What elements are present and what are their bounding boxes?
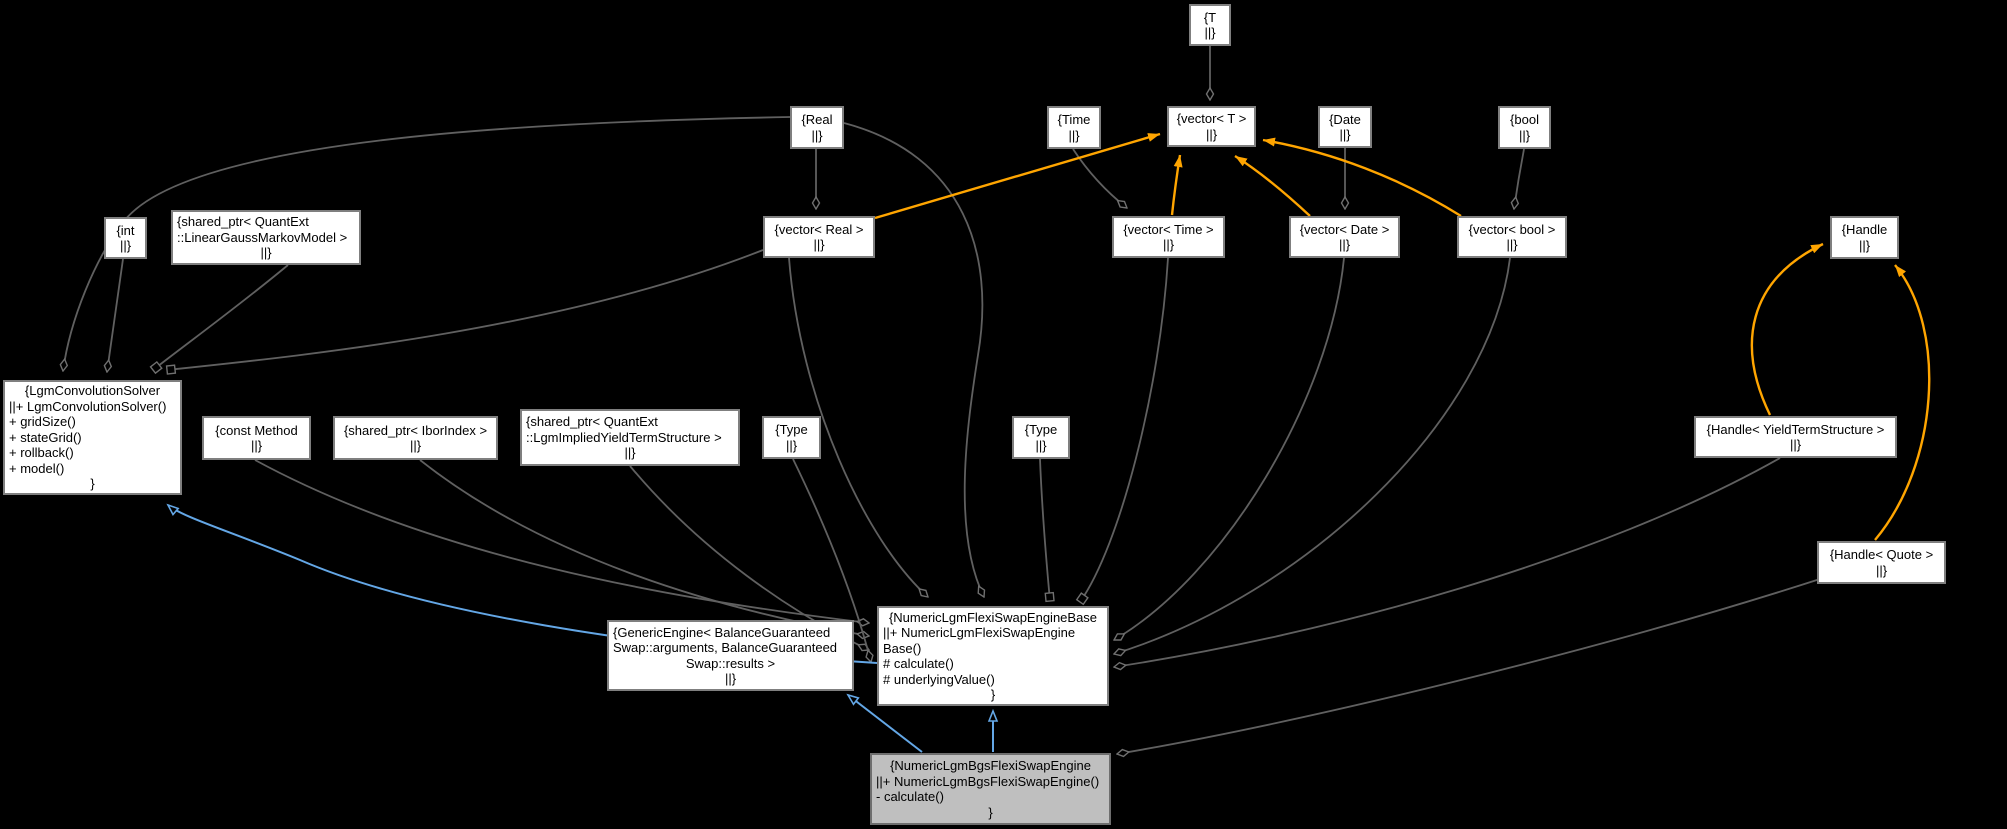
class-node-lgm-convolution-solver[interactable]: {LgmConvolutionSolver ||+ LgmConvolution…	[3, 380, 182, 495]
node-label: ||}	[119, 238, 132, 253]
node-label: ||}	[813, 237, 825, 252]
node-label: ||}	[811, 127, 823, 143]
node-label: {GenericEngine< BalanceGuaranteed	[613, 624, 831, 640]
class-node-generic-engine-balance-guaranteed-swap[interactable]: {GenericEngine< BalanceGuaranteed Swap::…	[607, 620, 854, 691]
node-label: ||}	[624, 445, 636, 461]
node-label: {bool	[1510, 112, 1539, 127]
node-label: {shared_ptr< QuantExt	[526, 414, 658, 430]
class-node-shared-ptr-linear-gauss-markov-model[interactable]: {shared_ptr< QuantExt ::LinearGaussMarko…	[171, 210, 361, 265]
node-label: {Handle	[1841, 222, 1888, 237]
node-label: {Time	[1057, 112, 1091, 127]
class-node-vector-real[interactable]: {vector< Real > ||}	[763, 216, 875, 258]
node-label: ||}	[1875, 562, 1888, 578]
node-label: ||}	[1068, 127, 1080, 143]
node-label: {NumericLgmFlexiSwapEngineBase	[888, 609, 1098, 625]
class-node-real[interactable]: {Real ||}	[790, 106, 844, 149]
node-label: ||}	[1518, 127, 1531, 143]
node-label: ||}	[1205, 126, 1218, 142]
node-label: {vector< bool >	[1468, 221, 1556, 237]
node-label: Swap::arguments, BalanceGuaranteed	[613, 640, 838, 655]
node-label: {Handle< YieldTermStructure >	[1706, 421, 1885, 437]
node-label: ||}	[1339, 127, 1351, 142]
node-label: {LgmConvolutionSolver	[24, 383, 161, 399]
class-node-t[interactable]: {T ||}	[1189, 4, 1231, 46]
node-label: {Type	[775, 422, 808, 437]
node-label: + rollback()	[9, 445, 74, 461]
class-node-handle[interactable]: {Handle ||}	[1830, 216, 1899, 259]
class-node-numeric-lgm-flexi-swap-engine-base[interactable]: {NumericLgmFlexiSwapEngineBase ||+ Numer…	[877, 606, 1109, 706]
node-label: ||+ LgmConvolutionSolver()	[9, 398, 167, 414]
node-label: ||+ NumericLgmBgsFlexiSwapEngine()	[876, 773, 1100, 789]
node-label: ::LinearGaussMarkovModel >	[177, 229, 348, 245]
class-node-time[interactable]: {Time ||}	[1047, 106, 1101, 149]
node-label: ||}	[1789, 437, 1802, 452]
node-label: {NumericLgmBgsFlexiSwapEngine	[890, 758, 1091, 773]
node-label: }	[90, 476, 95, 492]
node-label: ||}	[724, 671, 737, 686]
node-label: ||}	[260, 245, 272, 261]
class-node-vector-date[interactable]: {vector< Date > ||}	[1289, 216, 1400, 258]
class-node-type-right[interactable]: {Type ||}	[1012, 416, 1070, 459]
node-label: Base()	[883, 640, 922, 656]
class-node-int[interactable]: {int ||}	[104, 217, 147, 259]
class-node-vector-t[interactable]: {vector< T > ||}	[1167, 106, 1256, 147]
node-label: ||}	[1204, 25, 1216, 40]
node-label: ||}	[1035, 437, 1047, 453]
node-label: {shared_ptr< IborIndex >	[343, 422, 488, 438]
node-label: {const Method	[215, 422, 298, 438]
node-label: ||}	[409, 438, 422, 453]
class-node-vector-time[interactable]: {vector< Time > ||}	[1112, 216, 1225, 258]
node-label: {Type	[1024, 422, 1058, 437]
class-node-date[interactable]: {Date ||}	[1318, 106, 1372, 148]
class-node-vector-bool[interactable]: {vector< bool > ||}	[1457, 216, 1567, 258]
class-node-numeric-lgm-bgs-flexi-swap-engine[interactable]: {NumericLgmBgsFlexiSwapEngine ||+ Numeri…	[870, 753, 1111, 825]
node-label: {shared_ptr< QuantExt	[177, 214, 309, 230]
node-label: ||}	[1506, 237, 1518, 252]
node-label: ||}	[1162, 237, 1175, 252]
node-label: {vector< Date >	[1299, 221, 1390, 237]
node-label: {vector< T >	[1176, 111, 1247, 126]
node-label: - calculate()	[876, 789, 944, 804]
node-label: }	[990, 687, 996, 702]
class-node-handle-yield-term-structure[interactable]: {Handle< YieldTermStructure > ||}	[1694, 416, 1897, 458]
node-label: ||}	[1338, 237, 1351, 252]
node-label: + gridSize()	[9, 414, 76, 430]
node-label: {Handle< Quote >	[1829, 547, 1934, 562]
class-node-const-method[interactable]: {const Method ||}	[202, 416, 311, 460]
node-label: ||}	[785, 437, 798, 453]
node-label: # calculate()	[883, 656, 954, 671]
class-node-shared-ptr-ibor-index[interactable]: {shared_ptr< IborIndex > ||}	[333, 416, 498, 460]
node-label: {Real	[801, 112, 833, 127]
node-label: Swap::results >	[685, 655, 776, 671]
class-node-shared-ptr-lgm-implied-yield-term-structure[interactable]: {shared_ptr< QuantExt ::LgmImpliedYieldT…	[520, 409, 740, 466]
node-label: {int	[116, 222, 135, 238]
class-node-bool[interactable]: {bool ||}	[1498, 106, 1551, 149]
class-node-type-left[interactable]: {Type ||}	[762, 416, 821, 459]
node-label: {T	[1203, 9, 1217, 25]
node-label: ::LgmImpliedYieldTermStructure >	[526, 429, 722, 445]
node-label: {Date	[1329, 111, 1361, 127]
node-label: + model()	[9, 460, 65, 476]
node-label: }	[988, 804, 993, 820]
node-label: ||}	[250, 438, 263, 453]
node-label: # underlyingValue()	[883, 671, 995, 687]
class-node-handle-quote[interactable]: {Handle< Quote > ||}	[1817, 541, 1946, 584]
node-label: + stateGrid()	[9, 429, 82, 445]
node-label: ||+ NumericLgmFlexiSwapEngine	[883, 625, 1076, 640]
node-label: ||}	[1858, 237, 1871, 253]
node-label: {vector< Real >	[774, 221, 864, 237]
node-label: {vector< Time >	[1123, 221, 1214, 237]
